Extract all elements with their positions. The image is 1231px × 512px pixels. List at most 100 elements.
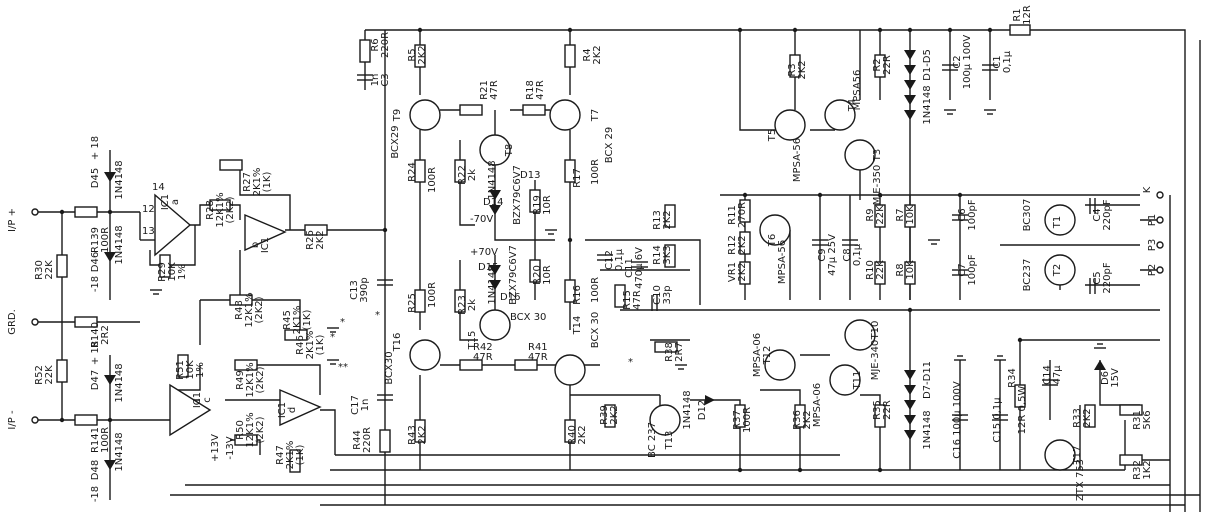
label-star2: *	[330, 332, 335, 343]
label-r35: R3522R	[872, 400, 893, 420]
resistor-r43	[414, 419, 426, 443]
label-t9: T9	[392, 109, 403, 122]
resistor-r18	[522, 104, 546, 116]
label-ic1a_p2: 12	[142, 204, 155, 215]
resistor-r31	[1119, 404, 1143, 416]
resistor-r29	[159, 254, 171, 278]
label-t2: T2	[1052, 264, 1063, 277]
capacitor-c10	[651, 295, 658, 311]
label-r29: R2910K1%	[157, 262, 188, 282]
resistor-r45	[284, 329, 308, 341]
label-d16v: 1N4148	[487, 265, 498, 304]
label-r48: R4812K1%(2K2)	[234, 292, 265, 327]
label-k: K	[1142, 186, 1153, 193]
label-r140: R1402R2	[90, 322, 111, 348]
label-d12: D12	[697, 400, 708, 420]
resistor-r14	[664, 244, 676, 268]
label-c10: C1033p	[652, 285, 673, 305]
ground-symbol	[994, 355, 1006, 361]
label-d6: D615V	[1100, 368, 1121, 388]
resistor-r39	[604, 404, 616, 428]
capacitor-c2	[942, 64, 958, 71]
label-t13: T13	[664, 431, 675, 451]
label-r8: R810K	[895, 260, 916, 280]
p3-terminal	[1156, 241, 1164, 249]
resistor-r52	[56, 359, 68, 383]
capacitor-c15	[992, 414, 1008, 421]
transistor-t8	[479, 134, 511, 166]
resistor-r16	[564, 279, 576, 303]
label-r7: R710K	[895, 205, 916, 225]
capacitor-c8	[842, 239, 858, 246]
label-r50: R5012K1%(2K2)	[235, 412, 266, 447]
label-r4: R42K2	[582, 45, 603, 64]
label-r141: R141100R	[90, 427, 111, 453]
label-c6: C6100pF	[957, 199, 978, 230]
resistor-r33	[1084, 404, 1096, 428]
label-d14v: 1N4148	[487, 160, 498, 199]
label-c13: C13390p	[349, 277, 370, 302]
diode-d11	[904, 430, 916, 440]
label-r27: R272K1%(1K)	[242, 168, 273, 197]
label-c17: C171n	[350, 395, 371, 415]
label-r23: R232k	[457, 295, 478, 315]
diode-d16	[489, 280, 501, 290]
label-r43: R432K2	[407, 425, 428, 445]
resistor-r22	[454, 159, 466, 183]
diode-d5	[904, 110, 916, 120]
ground-symbol	[954, 355, 966, 361]
label-r45: R452K1%(1K)	[282, 306, 313, 335]
resistor-r47	[289, 449, 301, 473]
diode-d2	[904, 65, 916, 75]
label-d45: D45	[90, 168, 101, 188]
label-bc237b: BC237	[1022, 259, 1033, 292]
label-d46: D46	[90, 252, 101, 272]
diode-d12	[705, 395, 715, 405]
resistor-r4	[564, 44, 576, 68]
label-t15: T15	[467, 331, 478, 351]
label-ip_minus: I/P -	[7, 410, 18, 430]
resistor-r24	[414, 159, 426, 183]
diode-d7	[904, 370, 916, 380]
label-c4: C4220pF	[1092, 199, 1113, 230]
label-r32: R321K2	[1132, 460, 1153, 480]
label-c11: C11470µ 6V	[624, 247, 645, 289]
label-bcx30c: BCX 30	[590, 312, 601, 348]
label-d7d11: D7-D11	[922, 361, 933, 399]
label-r10: R1022K	[865, 260, 886, 280]
label-zener1: BZX79C6V7	[512, 165, 523, 225]
diode-d13	[489, 190, 501, 200]
resistor-r21	[459, 104, 483, 116]
opamp-ic1d	[279, 388, 322, 427]
resistor-r13	[664, 204, 676, 228]
resistor-r40	[564, 419, 576, 443]
label-star3: **	[338, 362, 348, 373]
resistor-r20	[529, 259, 541, 283]
label-c16: C16 100µ 100V	[952, 381, 963, 459]
label-r16: R16	[572, 285, 583, 305]
label-d14: D14	[483, 197, 503, 208]
label-r5: R52K2	[407, 45, 428, 64]
resistor-r139	[74, 206, 98, 218]
label-d48v: 1N4148	[114, 432, 125, 471]
resistor-r5	[414, 44, 426, 68]
label-d45v: 1N4148	[114, 160, 125, 199]
label-star1: *	[340, 317, 345, 328]
label-d7d11v: 1N4148	[922, 410, 933, 449]
label-t3: T3	[872, 149, 883, 162]
label-r49: R4912K1%(2K2)	[235, 362, 266, 397]
label-c12: C120,1µ	[604, 248, 625, 271]
label-t10: T10	[870, 321, 881, 341]
label-mje350: MJE-350	[872, 165, 883, 206]
resistor-r50	[234, 434, 258, 446]
resistor-r8	[904, 261, 916, 285]
diode-d48	[104, 460, 116, 470]
diode-d4	[904, 95, 916, 105]
label-c1: C10,1µ	[992, 50, 1013, 73]
resistor-r12	[739, 231, 751, 255]
label-d48: D48	[90, 460, 101, 480]
label-p2: P2	[1147, 264, 1158, 276]
diode-d9	[904, 400, 916, 410]
label-r46: R462K1%(1K)	[295, 331, 326, 360]
label-zener2: BZX79C6V7	[508, 245, 519, 305]
